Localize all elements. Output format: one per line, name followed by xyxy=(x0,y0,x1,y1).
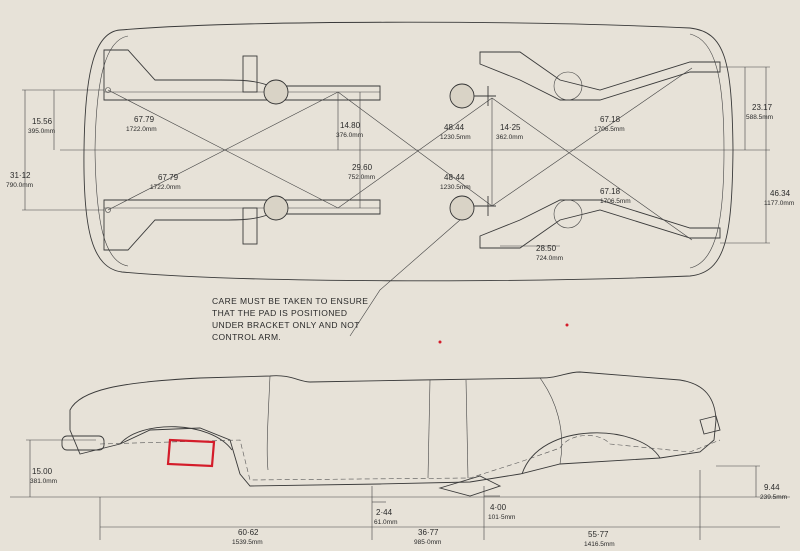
side-dimension-labels: 15.00 381.0mm 9.44 239.5mm 2·44 61.0mm 4… xyxy=(30,467,787,548)
diagonal-lines xyxy=(107,67,693,241)
car-body-outline xyxy=(83,21,734,282)
dim-48-44-lower-value: 48·44 xyxy=(444,173,465,182)
dim-15-00-value: 15.00 xyxy=(32,467,53,476)
dim-48-44-lower-metric: 1230.5mm xyxy=(440,184,471,191)
dim-67-18-lower-value: 67.18 xyxy=(600,187,621,196)
front-bumper xyxy=(61,435,105,451)
right-dimension-lines xyxy=(720,66,770,244)
dim-2-44-metric: 61.0mm xyxy=(374,519,397,526)
car-side-outline xyxy=(69,371,717,487)
dim-28-50-value: 28.50 xyxy=(536,244,557,253)
dim-60-62-value: 60·62 xyxy=(238,528,259,537)
note-line-4: CONTROL ARM. xyxy=(212,332,281,342)
care-note: CARE MUST BE TAKEN TO ENSURE THAT THE PA… xyxy=(212,296,368,342)
rear-bumper xyxy=(699,415,721,435)
red-dot-mark xyxy=(565,323,569,327)
dim-46-34-metric: 1177.0mm xyxy=(764,200,794,207)
dim-15-56-metric: 395.0mm xyxy=(28,128,55,135)
front-rail-lower xyxy=(103,195,381,251)
dim-67-18-lower-metric: 1706.5mm xyxy=(600,198,631,205)
note-line-2: THAT THE PAD IS POSITIONED xyxy=(212,308,347,318)
dim-55-77-value: 55·77 xyxy=(588,530,609,539)
side-view xyxy=(10,371,790,540)
dim-9-44-metric: 239.5mm xyxy=(760,494,787,501)
dim-14-80-metric: 376.0mm xyxy=(336,132,363,139)
dim-29-60-metric: 752.0mm xyxy=(348,174,375,181)
dim-28-50-metric: 724.0mm xyxy=(536,255,563,262)
plan-dimension-labels: 15.56 395.0mm 31·12 790.0mm 67.79 1722.0… xyxy=(6,103,794,262)
plan-view xyxy=(22,21,770,337)
dim-55-77-metric: 1416.5mm xyxy=(584,541,615,548)
dim-31-12-metric: 790.0mm xyxy=(6,182,33,189)
dim-4-00-metric: 101·5mm xyxy=(488,514,515,521)
dim-48-44-upper-metric: 1230.5mm xyxy=(440,134,471,141)
left-dimension-lines xyxy=(22,89,104,211)
dim-23-17-metric: 588.5mm xyxy=(746,114,773,121)
dim-48-44-upper-value: 48.44 xyxy=(444,123,465,132)
dim-23-17-value: 23.17 xyxy=(752,103,773,112)
lift-pad-front-lower xyxy=(263,195,289,221)
dim-15-00-metric: 381.0mm xyxy=(30,478,57,485)
front-lift-point-highlight xyxy=(166,438,216,468)
dim-36-77-metric: 985·0mm xyxy=(414,539,441,546)
note-leader xyxy=(349,219,461,337)
dim-31-12-value: 31·12 xyxy=(10,171,31,180)
dim-67-18-upper-metric: 1706.5mm xyxy=(594,126,625,133)
dim-14-25-value: 14·25 xyxy=(500,123,521,132)
lift-pad-rear-lower xyxy=(449,195,475,221)
dim-29-60-value: 29.60 xyxy=(352,163,373,172)
dim-67-79-upper-value: 67.79 xyxy=(134,115,155,124)
dim-60-62-metric: 1539.5mm xyxy=(232,539,263,546)
rear-arm-lower xyxy=(449,195,721,249)
dim-36-77-value: 36·77 xyxy=(418,528,439,537)
dim-67-79-lower-value: 67.79 xyxy=(158,173,179,182)
red-dot-mark xyxy=(438,340,442,344)
rear-jack-pad xyxy=(438,475,502,497)
note-line-1: CARE MUST BE TAKEN TO ENSURE xyxy=(212,296,368,306)
dim-67-79-lower-metric: 1722.0mm xyxy=(150,184,181,191)
dim-4-00-value: 4·00 xyxy=(490,503,507,512)
dim-15-56-value: 15.56 xyxy=(32,117,53,126)
dim-46-34-value: 46.34 xyxy=(770,189,791,198)
dim-14-80-value: 14.80 xyxy=(340,121,361,130)
rear-arm-upper xyxy=(449,51,721,109)
front-rail-upper xyxy=(103,49,381,105)
dim-14-25-metric: 362.0mm xyxy=(496,134,523,141)
dim-67-18-upper-value: 67.18 xyxy=(600,115,621,124)
note-line-3: UNDER BRACKET ONLY AND NOT xyxy=(212,320,360,330)
dim-9-44-value: 9.44 xyxy=(764,483,780,492)
lift-pad-front-upper xyxy=(263,79,289,105)
dim-67-79-upper-metric: 1722.0mm xyxy=(126,126,157,133)
lift-pad-rear-upper xyxy=(449,83,475,109)
dim-2-44-value: 2·44 xyxy=(376,508,393,517)
